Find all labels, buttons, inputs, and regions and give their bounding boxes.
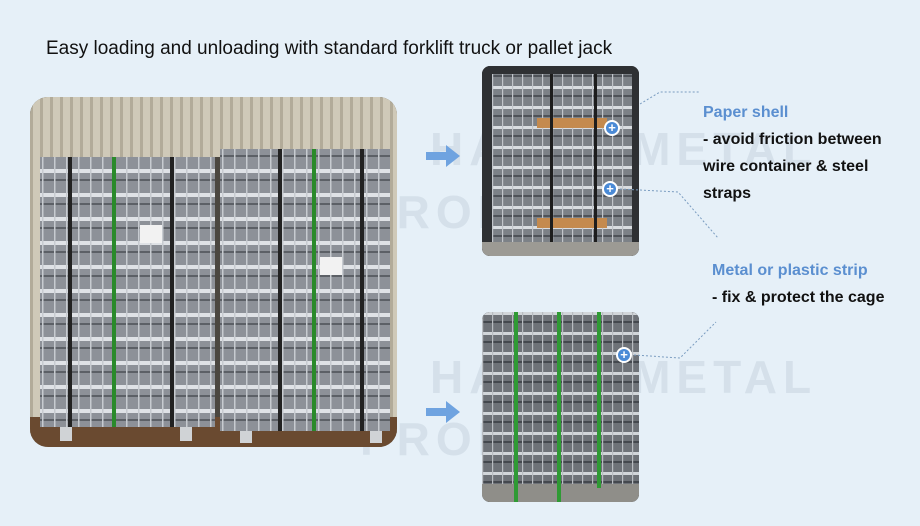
container-loading-photo — [30, 97, 397, 447]
callout-line: wire container & steel — [703, 158, 869, 175]
callout-marker-paper-shell: + — [604, 120, 620, 136]
strip-detail-photo — [482, 312, 639, 502]
callout-title-strip: Metal or plastic strip — [712, 262, 868, 279]
callout-line: - avoid friction between — [703, 131, 882, 148]
callout-body-strip: - fix & protect the cage — [712, 284, 884, 311]
callout-line: - fix & protect the cage — [712, 289, 885, 306]
paper-shell-detail-photo — [482, 66, 639, 256]
callout-body-paper-shell: - avoid friction between wire container … — [703, 126, 882, 207]
callout-title-paper-shell: Paper shell — [703, 104, 789, 121]
callout-marker-paper-shell-2: + — [602, 181, 618, 197]
right-arrow-icon — [426, 401, 460, 423]
callout-line: straps — [703, 185, 752, 202]
right-arrow-icon — [426, 145, 460, 167]
callout-marker-strip: + — [616, 347, 632, 363]
page-title: Easy loading and unloading with standard… — [46, 38, 613, 59]
